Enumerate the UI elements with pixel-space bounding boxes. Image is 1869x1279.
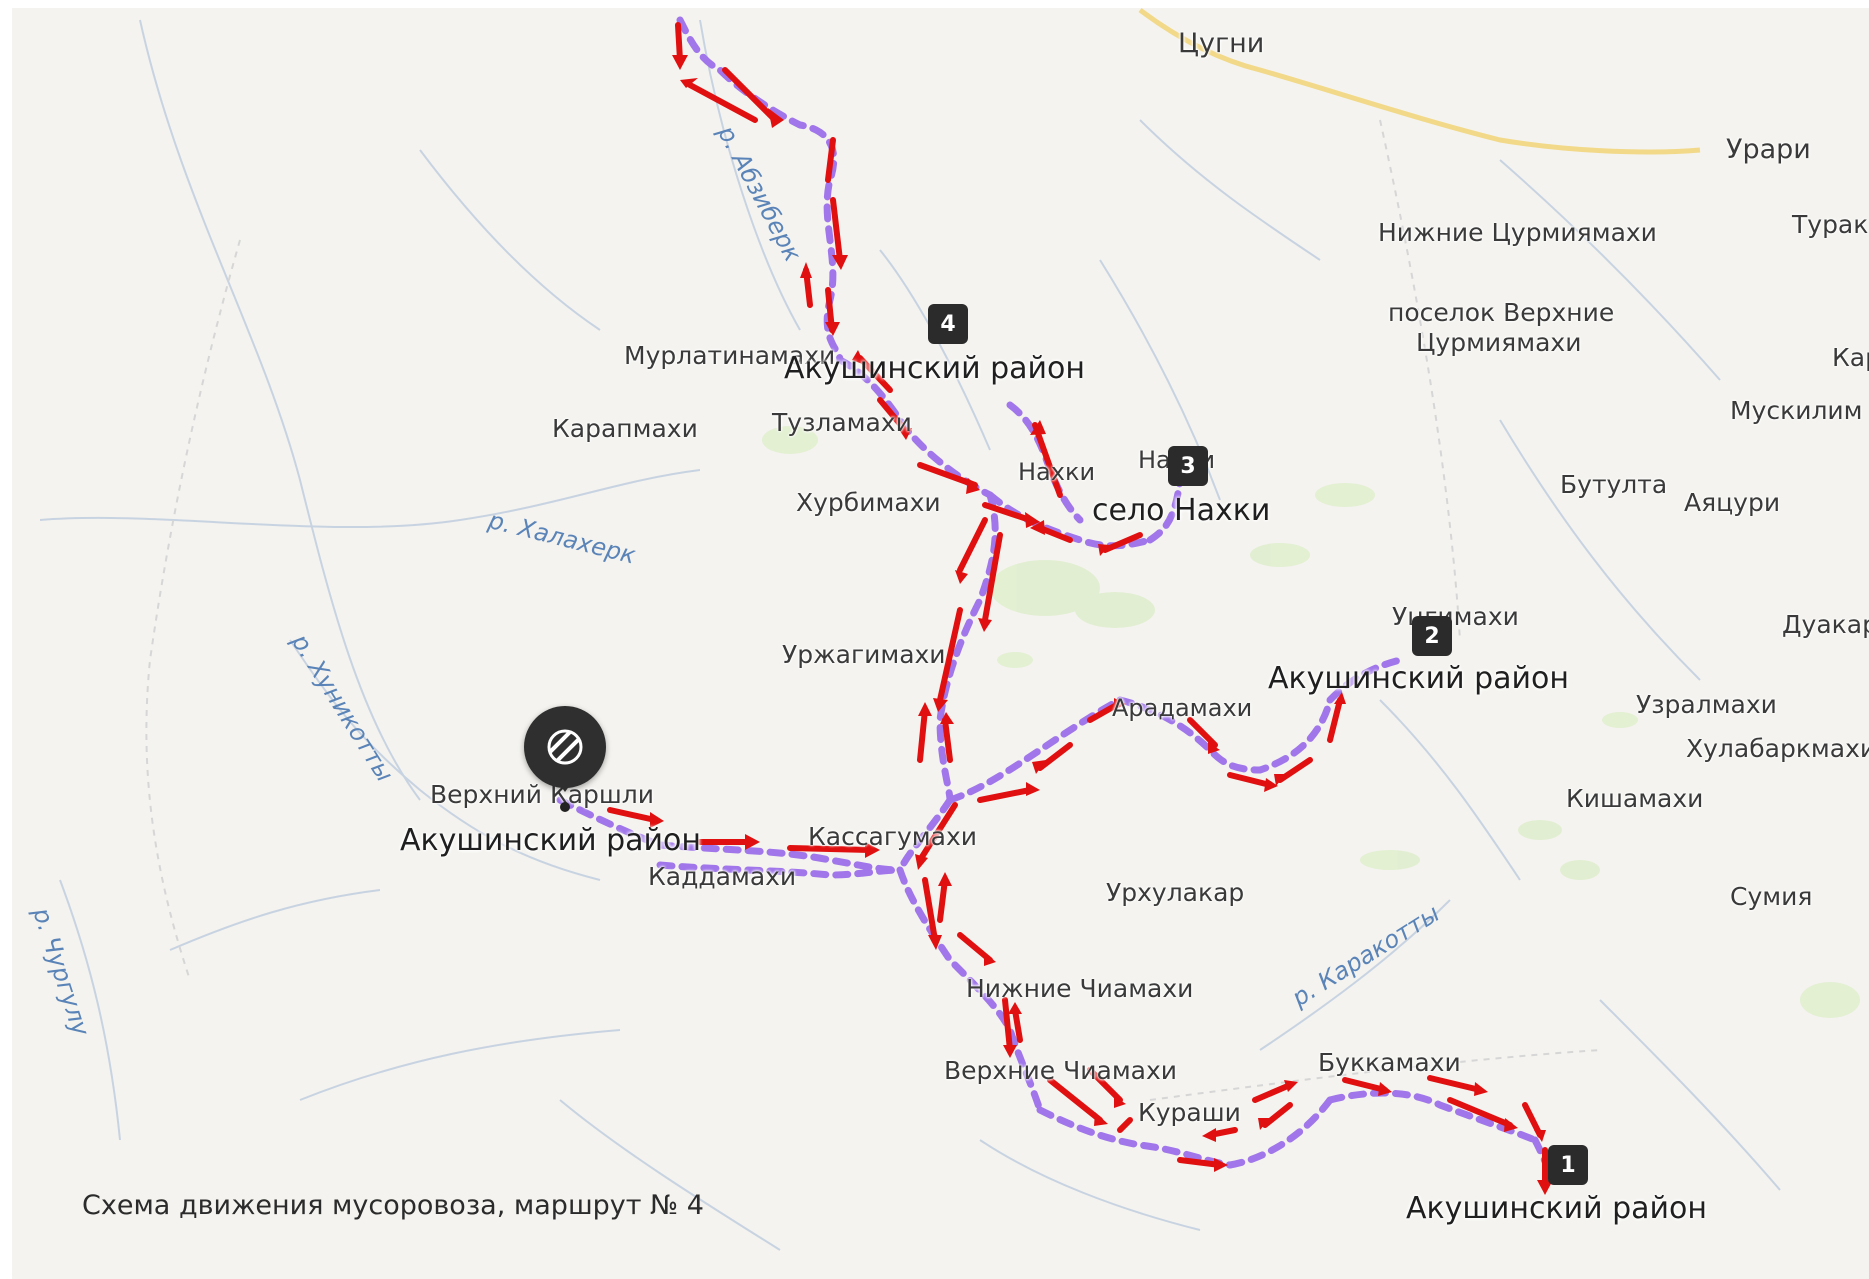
place-muskilim: Мускилим bbox=[1730, 396, 1863, 425]
place-urari: Урари bbox=[1726, 134, 1811, 165]
place-tsugni: Цугни bbox=[1178, 28, 1265, 59]
place-tuzlamakhi: Тузламахи bbox=[772, 408, 912, 437]
place-aradamakhi: Арадамахи bbox=[1112, 694, 1253, 722]
stop-badge-4[interactable]: 4 bbox=[928, 304, 968, 344]
place-verkhnie-chiamakhi: Верхние Чиамахи bbox=[944, 1056, 1178, 1085]
place-kassagumakhi: Кассагумахи bbox=[808, 822, 978, 851]
boundary-lines bbox=[145, 119, 1601, 1101]
place-murlatinamakhi: Мурлатинамахи bbox=[624, 341, 836, 370]
streams bbox=[39, 19, 1781, 1251]
stop-label-2: Акушинский район bbox=[1268, 661, 1569, 696]
stop-badge-3[interactable]: 3 bbox=[1168, 446, 1208, 486]
place-bukkamakhi: Буккамахи bbox=[1318, 1048, 1461, 1077]
place-poselok-verkhnie-line1: поселок Верхние bbox=[1388, 298, 1615, 327]
place-kaddamakhi: Каддамахи bbox=[648, 862, 797, 891]
start-point-dot bbox=[560, 802, 570, 812]
place-nizhnie-tsurmiyamakhi: Нижние Цурмиямахи bbox=[1378, 218, 1657, 247]
start-pin[interactable] bbox=[524, 706, 606, 788]
stop-badge-1[interactable]: 1 bbox=[1548, 1145, 1588, 1185]
place-nakhki-short: Нахки bbox=[1018, 458, 1096, 486]
stop-label-1: Акушинский район bbox=[1406, 1191, 1707, 1226]
place-kurashi: Кураши bbox=[1138, 1098, 1241, 1127]
stop-label-4: Акушинский район bbox=[784, 351, 1085, 386]
place-turak: Турак bbox=[1792, 210, 1869, 239]
place-butulta: Бутулта bbox=[1560, 470, 1668, 499]
place-khulabarkmakhi: Хулабаркмахи bbox=[1686, 734, 1869, 763]
place-verkhniy-karshli: Верхний Каршли bbox=[430, 780, 655, 809]
hatched-circle-icon bbox=[547, 729, 583, 765]
place-poselok-verkhnie-line2: Цурмиямахи bbox=[1416, 328, 1582, 357]
route-arrows bbox=[607, 22, 1548, 1188]
map-caption: Схема движения мусоровоза, маршрут № 4 bbox=[82, 1190, 704, 1221]
start-pin-tail bbox=[555, 778, 575, 792]
arrow-heads bbox=[650, 55, 1553, 1195]
place-sumiya: Сумия bbox=[1730, 882, 1813, 911]
place-urkhulakar: Урхулакар bbox=[1106, 878, 1245, 907]
place-kishamakhi: Кишамахи bbox=[1566, 784, 1704, 813]
place-khurbimakhi: Хурбимахи bbox=[796, 488, 941, 517]
place-uzralmakhi: Узралмахи bbox=[1636, 690, 1777, 719]
place-kar: Кар bbox=[1832, 343, 1869, 372]
stop-label-3: село Нахки bbox=[1092, 493, 1271, 528]
place-karapmakhi: Карапмахи bbox=[552, 414, 698, 443]
place-urzhagimakhi: Уржагимахи bbox=[782, 640, 946, 669]
main-road bbox=[1138, 7, 1701, 155]
stop-badge-2[interactable]: 2 bbox=[1412, 616, 1452, 656]
place-nizhnie-chiamakhi: Нижние Чиамахи bbox=[966, 974, 1194, 1003]
place-duakar: Дуакар bbox=[1782, 610, 1869, 639]
place-ayatsuri: Аяцури bbox=[1684, 488, 1781, 517]
greenery bbox=[762, 426, 1860, 1018]
start-label: Акушинский район bbox=[400, 823, 701, 858]
map-background bbox=[12, 8, 1869, 1279]
